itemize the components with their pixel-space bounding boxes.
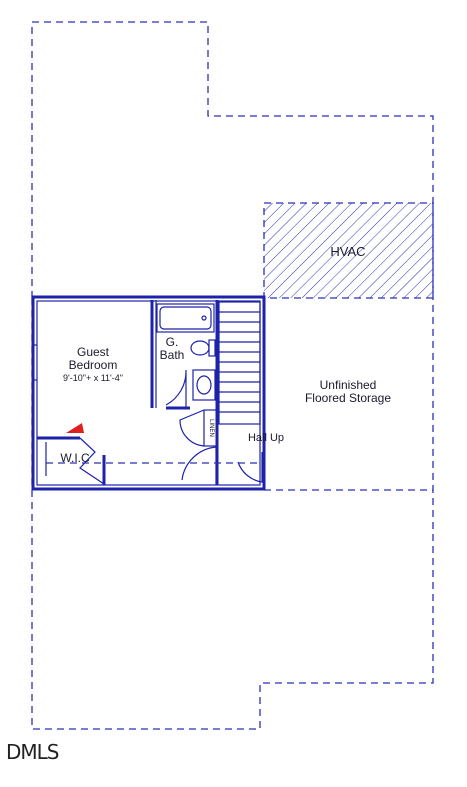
bath-door-swing [165, 369, 187, 408]
linen-closet [203, 409, 218, 447]
bathtub-drain-icon [201, 315, 207, 321]
guest-bedroom-dimensions: 9'-10"+ x 11'-4" [63, 373, 123, 383]
hall-label: Hall Up [248, 432, 284, 444]
hvac-zone [263, 202, 434, 299]
storage-label-line1: Unfinished [320, 378, 377, 392]
storage-label-line2: Floored Storage [305, 391, 391, 405]
guest-bedroom-label-line1: Guest [77, 345, 110, 359]
hvac-label: HVAC [330, 244, 365, 259]
linen-label: LINEN [208, 419, 214, 437]
storage-door-swing [237, 452, 263, 483]
bath-label-line1: G. [166, 335, 179, 349]
hall-door-swing [181, 446, 217, 485]
toilet-bowl-icon [190, 340, 210, 356]
room-block-outer-wall [31, 295, 266, 491]
bathtub-basin [159, 306, 212, 330]
north-arrow-icon [66, 423, 84, 433]
linen-door-swing [179, 409, 205, 447]
lower-dashed-outline [31, 490, 434, 730]
toilet-tank [208, 339, 216, 357]
bath-label-line2: Bath [160, 348, 185, 362]
stair-treads [218, 301, 261, 425]
sink-vanity [192, 369, 216, 401]
dmls-watermark: DMLS [6, 740, 59, 764]
wic-label: W.I.C [60, 451, 90, 465]
upper-dashed-outline [31, 21, 434, 490]
sink-basin-icon [196, 375, 212, 395]
guest-bedroom-label-line2: Bedroom [69, 358, 118, 372]
bathtub [156, 303, 215, 333]
wic-door-swing [79, 437, 105, 485]
